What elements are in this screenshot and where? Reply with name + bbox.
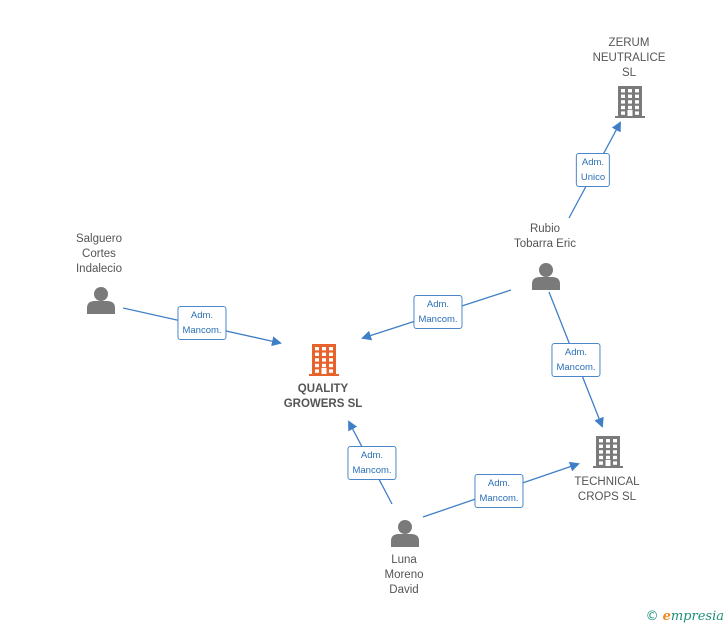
brand-name: mpresia — [670, 609, 724, 624]
edge-label-luna-technical[interactable]: Adm. Mancom. — [474, 474, 524, 508]
node-name-line: Moreno — [384, 569, 424, 581]
node-label-technical[interactable]: TECHNICAL CROPS SL — [574, 475, 639, 505]
node-name-line: David — [389, 584, 419, 596]
node-name-line: Cortes — [82, 248, 116, 260]
person-icon[interactable] — [391, 520, 419, 547]
node-label-zerum[interactable]: ZERUM NEUTRALICE SL — [593, 36, 666, 81]
person-icon[interactable] — [87, 287, 115, 314]
role-text: Mancom. — [479, 493, 519, 504]
role-text: Adm. — [564, 347, 588, 358]
building-icon[interactable] — [309, 344, 339, 376]
role-text: Unico — [580, 172, 606, 183]
node-name-line: GROWERS SL — [283, 398, 363, 410]
role-text: Mancom. — [556, 362, 596, 373]
role-text: Mancom. — [182, 325, 222, 336]
role-text: Mancom. — [352, 465, 392, 476]
node-name-line: NEUTRALICE — [592, 52, 666, 64]
node-name-line: Rubio — [529, 223, 561, 235]
node-name-line: SL — [621, 67, 637, 79]
node-name-line: Tobarra Eric — [514, 238, 576, 250]
person-icon[interactable] — [532, 263, 560, 290]
edge-label-salguero-quality[interactable]: Adm. Mancom. — [177, 306, 227, 340]
copyright-symbol: © — [645, 609, 659, 624]
node-name-line: Salguero — [75, 233, 123, 245]
edge-label-rubio-quality[interactable]: Adm. Mancom. — [413, 295, 463, 329]
role-text: Adm. — [426, 299, 450, 310]
role-text: Adm. — [190, 310, 214, 321]
role-text: Adm. — [360, 450, 384, 461]
role-text: Adm. — [487, 478, 511, 489]
role-text: Mancom. — [418, 314, 458, 325]
node-name-line: ZERUM — [608, 37, 650, 49]
building-icon[interactable] — [593, 436, 623, 468]
node-name-line: Luna — [391, 554, 417, 566]
node-name-line: CROPS SL — [577, 491, 637, 503]
edge-label-rubio-technical[interactable]: Adm. Mancom. — [551, 343, 601, 377]
node-label-quality[interactable]: QUALITY GROWERS SL — [284, 382, 363, 412]
role-text: Adm. — [581, 157, 605, 168]
edge-label-luna-quality[interactable]: Adm. Mancom. — [347, 446, 397, 480]
brand-initial: e — [662, 609, 671, 624]
node-name-line: TECHNICAL — [574, 476, 640, 488]
empresia-watermark: ©empresia — [646, 609, 724, 624]
edge-label-rubio-zerum[interactable]: Adm. Unico — [575, 153, 611, 187]
node-name-line: QUALITY — [297, 383, 349, 395]
node-name-line: Indalecio — [75, 263, 123, 275]
building-icon[interactable] — [615, 86, 645, 118]
